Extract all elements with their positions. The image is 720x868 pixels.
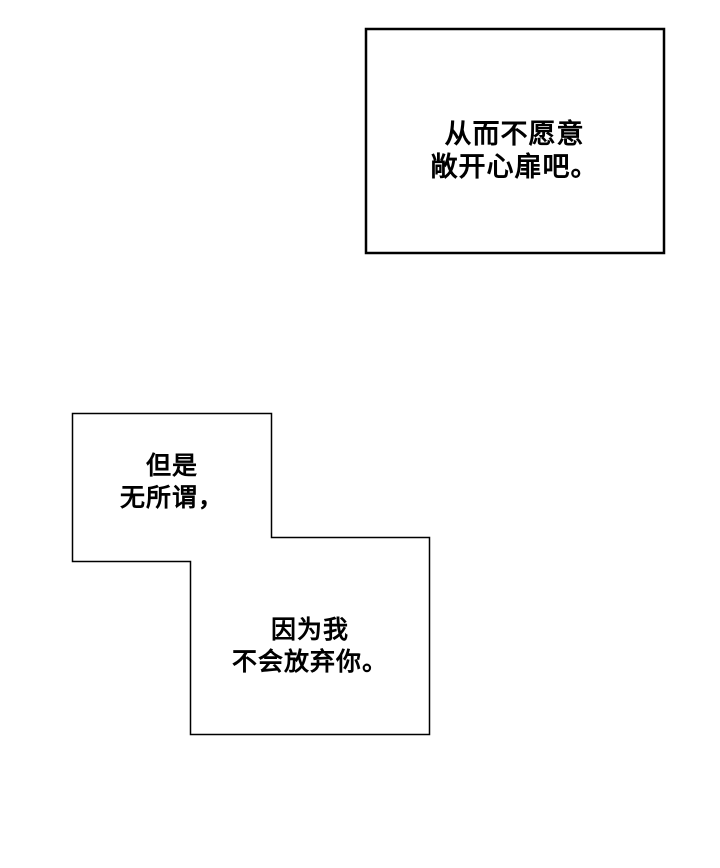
- speech-bubble-top-outline: [364, 27, 666, 255]
- speech-line: 从而不愿意: [444, 119, 585, 149]
- speech-bubble-middle-text: 但是 无所谓，: [72, 450, 272, 514]
- speech-line: 不会放弃你。: [231, 648, 388, 676]
- speech-line: 但是: [145, 452, 198, 480]
- speech-bubble-joined-outline: [71, 412, 431, 736]
- speech-line: 无所谓，: [119, 484, 224, 512]
- speech-line: 因为我: [270, 616, 349, 644]
- speech-bubble-bottom-text: 因为我 不会放弃你。: [190, 614, 430, 678]
- speech-bubble-top-text: 从而不愿意 敞开心扉吧。: [365, 118, 664, 184]
- speech-line: 敞开心扉吧。: [430, 152, 599, 182]
